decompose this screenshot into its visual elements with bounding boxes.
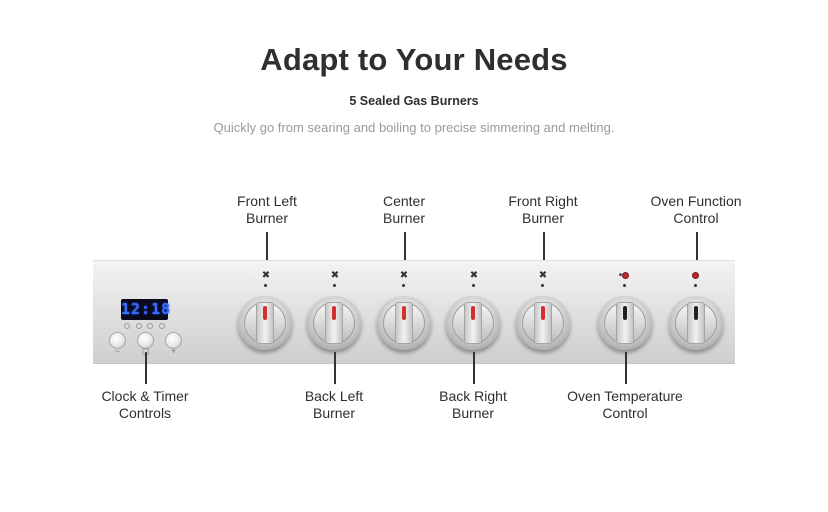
label-back-left-burner: Back Left Burner <box>304 388 364 421</box>
pointer-line <box>696 232 698 267</box>
position-dot <box>694 284 697 287</box>
knob-indicator <box>471 306 475 320</box>
label-oven-temperature-control: Oven Temperature Control <box>567 388 683 421</box>
burner-icon: ✖ <box>399 270 409 281</box>
page-title: Adapt to Your Needs <box>260 42 568 77</box>
pointer-line <box>145 352 147 384</box>
position-dot <box>472 284 475 287</box>
knob-indicator <box>623 306 627 320</box>
indicator-icon <box>159 323 166 329</box>
label-clock-timer-controls: Clock & Timer Controls <box>101 388 189 421</box>
center-burner-knob[interactable] <box>377 296 431 350</box>
burner-icon: ✖ <box>538 270 548 281</box>
timer-plus-button[interactable] <box>165 332 182 349</box>
knob-indicator <box>332 306 336 320</box>
label-front-right-burner: Front Right Burner <box>508 193 578 226</box>
pointer-line <box>404 232 406 267</box>
label-oven-function-control: Oven Function Control <box>650 193 742 226</box>
timer-plus-symbol: + <box>170 346 177 356</box>
page-subtitle: 5 Sealed Gas Burners <box>349 94 479 108</box>
thermometer-icon: • <box>614 271 634 281</box>
label-front-left-burner: Front Left Burner <box>237 193 297 226</box>
position-dot <box>264 284 267 287</box>
timer-mode-button[interactable] <box>137 332 154 349</box>
position-dot <box>623 284 626 287</box>
pointer-line <box>334 352 336 384</box>
pointer-line <box>266 232 268 267</box>
pointer-line <box>473 352 475 384</box>
back-left-burner-knob[interactable] <box>307 296 361 350</box>
timer-minus-button[interactable] <box>109 332 126 349</box>
position-dot <box>541 284 544 287</box>
knob-indicator <box>263 306 267 320</box>
indicator-icon <box>147 323 154 329</box>
back-right-burner-knob[interactable] <box>446 296 500 350</box>
oven-temperature-knob[interactable] <box>598 296 652 350</box>
indicator-icon <box>135 323 142 329</box>
display-indicators <box>121 322 168 330</box>
knob-indicator <box>694 306 698 320</box>
knob-indicator <box>541 306 545 320</box>
clock-display: 12:18 <box>121 299 172 320</box>
page-description: Quickly go from searing and boiling to p… <box>213 120 615 135</box>
burner-icon: ✖ <box>330 270 340 281</box>
pointer-line <box>543 232 545 267</box>
burner-icon: ✖ <box>469 270 479 281</box>
oven-light-icon <box>685 271 705 281</box>
indicator-icon <box>123 323 130 329</box>
burner-icon: ✖ <box>261 270 271 281</box>
position-dot <box>402 284 405 287</box>
timer-minus-symbol: − <box>114 346 121 356</box>
front-right-burner-knob[interactable] <box>516 296 570 350</box>
knob-indicator <box>402 306 406 320</box>
label-center-burner: Center Burner <box>382 193 426 226</box>
pointer-line <box>625 352 627 384</box>
position-dot <box>333 284 336 287</box>
label-back-right-burner: Back Right Burner <box>439 388 507 421</box>
front-left-burner-knob[interactable] <box>238 296 292 350</box>
oven-function-knob[interactable] <box>669 296 723 350</box>
timer-mode-symbol: ◻ <box>141 346 150 356</box>
